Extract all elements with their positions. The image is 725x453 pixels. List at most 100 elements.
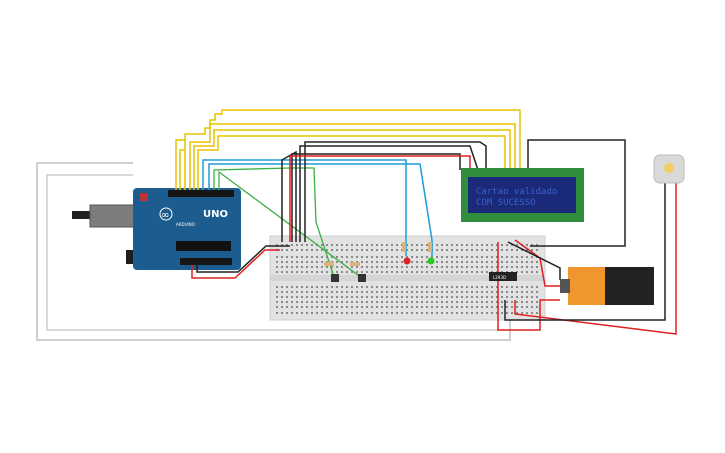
breadboard-hole (321, 271, 323, 273)
breadboard-hole (306, 261, 308, 263)
breadboard-hole (366, 286, 368, 288)
breadboard-hole (511, 244, 513, 246)
battery-label: 9V (613, 286, 627, 303)
breadboard-hole (336, 271, 338, 273)
breadboard-hole (351, 306, 353, 308)
breadboard-hole (406, 286, 408, 288)
breadboard-hole (461, 312, 463, 314)
lcd-screen (468, 177, 576, 213)
breadboard-hole (316, 256, 318, 258)
breadboard-hole (516, 306, 518, 308)
breadboard-hole (416, 271, 418, 273)
breadboard-hole (501, 261, 503, 263)
breadboard-hole (521, 296, 523, 298)
breadboard-hole (341, 261, 343, 263)
breadboard-hole (276, 266, 278, 268)
breadboard-hole (326, 312, 328, 314)
breadboard-hole (496, 306, 498, 308)
breadboard-hole (371, 286, 373, 288)
breadboard-hole (486, 286, 488, 288)
breadboard-hole (336, 296, 338, 298)
breadboard-hole (436, 266, 438, 268)
breadboard-hole (451, 312, 453, 314)
breadboard-hole (416, 301, 418, 303)
breadboard-hole (316, 312, 318, 314)
breadboard-hole (466, 301, 468, 303)
breadboard-hole (376, 296, 378, 298)
breadboard-hole (401, 312, 403, 314)
breadboard-hole (486, 261, 488, 263)
breadboard-hole (401, 301, 403, 303)
breadboard-hole (491, 244, 493, 246)
breadboard-hole (536, 291, 538, 293)
breadboard-hole (346, 312, 348, 314)
breadboard-hole (471, 249, 473, 251)
breadboard-hole (506, 249, 508, 251)
breadboard-hole (516, 291, 518, 293)
breadboard-hole (396, 301, 398, 303)
breadboard-hole (431, 301, 433, 303)
breadboard-hole (351, 301, 353, 303)
breadboard-hole (536, 249, 538, 251)
breadboard-hole (331, 312, 333, 314)
breadboard-hole (426, 249, 428, 251)
breadboard-hole (341, 266, 343, 268)
breadboard-hole (281, 271, 283, 273)
breadboard-hole (456, 296, 458, 298)
breadboard-hole (336, 286, 338, 288)
breadboard-hole (436, 271, 438, 273)
breadboard-hole (381, 296, 383, 298)
breadboard-hole (401, 306, 403, 308)
breadboard-hole (351, 296, 353, 298)
breadboard-hole (386, 286, 388, 288)
lcd-line-2: COM SUCESSO (476, 198, 536, 208)
breadboard-hole (286, 296, 288, 298)
breadboard-hole (426, 286, 428, 288)
breadboard-hole (411, 306, 413, 308)
breadboard-hole (286, 261, 288, 263)
breadboard-hole (511, 256, 513, 258)
breadboard-hole (321, 312, 323, 314)
breadboard-hole (411, 286, 413, 288)
breadboard-hole (331, 306, 333, 308)
breadboard-hole (391, 306, 393, 308)
breadboard-hole (341, 256, 343, 258)
breadboard-hole (286, 249, 288, 251)
breadboard-hole (291, 261, 293, 263)
breadboard-hole (386, 312, 388, 314)
breadboard-hole (536, 301, 538, 303)
breadboard-hole (511, 261, 513, 263)
breadboard-hole (341, 249, 343, 251)
breadboard-hole (431, 296, 433, 298)
breadboard-hole (406, 296, 408, 298)
breadboard-hole (371, 312, 373, 314)
breadboard-hole (416, 312, 418, 314)
breadboard-hole (516, 301, 518, 303)
breadboard-hole (321, 306, 323, 308)
breadboard-hole (321, 301, 323, 303)
breadboard-hole (301, 261, 303, 263)
breadboard-hole (406, 306, 408, 308)
breadboard-hole (396, 249, 398, 251)
breadboard-hole (326, 286, 328, 288)
breadboard-hole (451, 256, 453, 258)
breadboard-hole (331, 296, 333, 298)
breadboard-hole (521, 249, 523, 251)
gray-wire-loop (36, 162, 511, 341)
reset-button (140, 193, 148, 201)
breadboard-hole (516, 261, 518, 263)
dc-motor (653, 154, 685, 184)
breadboard-hole (341, 286, 343, 288)
breadboard-hole (351, 291, 353, 293)
breadboard-hole (496, 249, 498, 251)
breadboard-hole (476, 286, 478, 288)
breadboard-hole (491, 256, 493, 258)
breadboard-hole (361, 296, 363, 298)
breadboard-hole (356, 249, 358, 251)
arduino-header-top (168, 190, 234, 197)
breadboard-hole (451, 296, 453, 298)
breadboard-hole (366, 296, 368, 298)
breadboard-hole (286, 244, 288, 246)
breadboard-hole (491, 291, 493, 293)
